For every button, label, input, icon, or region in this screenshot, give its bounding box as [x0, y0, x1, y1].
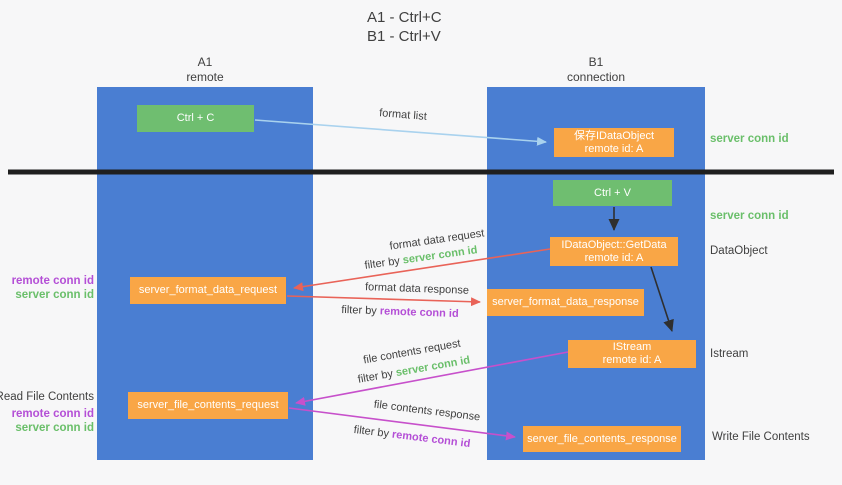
ctrl-c-box: Ctrl + C	[137, 105, 254, 132]
title-line-copy: A1 - Ctrl+C	[367, 9, 442, 26]
file-contents-response-label: file contents response	[373, 398, 481, 424]
write-file-contents-label: Write File Contents	[712, 431, 810, 443]
server-file-contents-request-label: server_file_contents_request	[137, 399, 279, 411]
ctrl-c-label: Ctrl + C	[176, 112, 215, 124]
file-contents-response-filter-label: filter by remote conn id	[353, 424, 471, 450]
format-list-label: format list	[378, 107, 428, 123]
ctrl-v-box: Ctrl + V	[553, 180, 672, 206]
server-conn-id-label-mid: server conn id	[710, 210, 789, 222]
getdata-line2: remote id: A	[584, 251, 644, 264]
save-idataobject-line1: 保存IDataObject	[573, 129, 655, 142]
idataobject-getdata-box: IDataObject::GetData remote id: A	[550, 237, 678, 266]
server-file-contents-request-box: server_file_contents_request	[128, 392, 288, 419]
ctrl-v-label: Ctrl + V	[594, 186, 631, 199]
format-data-response-arrow	[286, 295, 481, 307]
server-format-data-request-box: server_format_data_request	[130, 277, 286, 304]
server-format-data-request-label: server_format_data_request	[138, 284, 278, 296]
server-file-contents-response-label: server_file_contents_response	[527, 432, 677, 445]
filter-by-text: filter by	[353, 423, 390, 441]
server-format-data-response-label: server_format_data_response	[492, 296, 639, 308]
left-format-conn-ids: remote conn id server conn id	[12, 274, 94, 302]
getdata-line1: IDataObject::GetData	[561, 238, 667, 251]
server-format-data-response-box: server_format_data_response	[487, 289, 644, 316]
lane-a1-role: remote	[186, 70, 224, 84]
lane-a1-name: A1	[197, 55, 213, 69]
left-file-conn-ids: remote conn id server conn id	[12, 407, 94, 435]
istream-side-label: Istream	[710, 348, 749, 360]
server-conn-id-label-top: server conn id	[710, 133, 789, 145]
save-idataobject-box: 保存IDataObject remote id: A	[554, 128, 674, 157]
remote-conn-id-label: remote conn id	[11, 275, 94, 287]
read-file-contents-label: Read File Contents	[0, 391, 94, 403]
title-line-paste: B1 - Ctrl+V	[367, 28, 441, 45]
remote-conn-id-key: remote conn id	[391, 428, 471, 451]
lane-b1-role: connection	[566, 70, 626, 84]
format-data-response-label: format data response	[364, 281, 470, 297]
lane-header-b1: B1 connection	[487, 55, 705, 85]
server-file-contents-response-box: server_file_contents_response	[523, 426, 681, 452]
filter-by-text: filter by	[341, 303, 378, 318]
remote-conn-id-key: remote conn id	[379, 305, 459, 321]
server-conn-id-label: server conn id	[15, 422, 94, 434]
filter-by-text: filter by	[363, 255, 401, 272]
istream-box: IStream remote id: A	[568, 340, 696, 368]
lane-header-a1: A1 remote	[97, 55, 313, 85]
remote-conn-id-label: remote conn id	[11, 408, 94, 420]
filter-by-text: filter by	[356, 367, 394, 386]
istream-line2: remote id: A	[602, 354, 662, 366]
format-data-response-filter-label: filter by remote conn id	[341, 304, 459, 320]
diagram-title: A1 - Ctrl+C B1 - Ctrl+V	[367, 8, 442, 46]
dataobject-label: DataObject	[710, 245, 768, 257]
save-idataobject-line2: remote id: A	[584, 142, 644, 155]
lane-b1-name: B1	[588, 55, 604, 69]
istream-line1: IStream	[612, 341, 652, 353]
server-conn-id-label: server conn id	[15, 289, 94, 301]
